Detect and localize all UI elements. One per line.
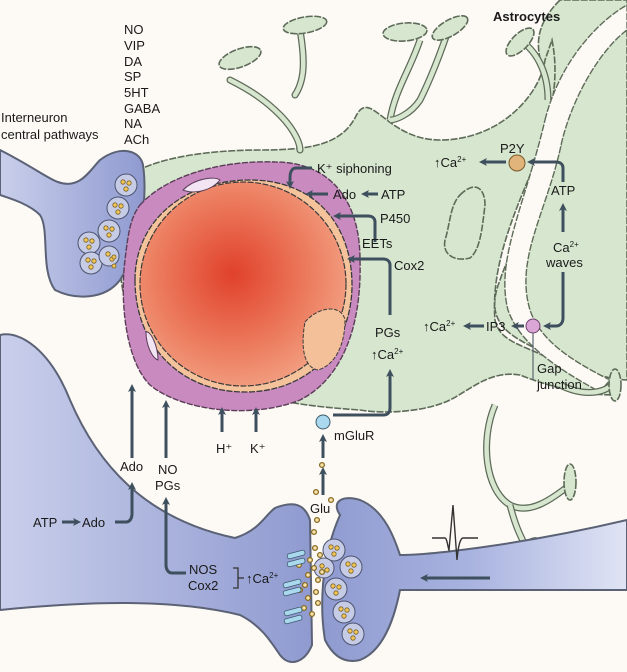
pgs-lower-label: PGs xyxy=(155,478,181,493)
atp-astro-label: ATP xyxy=(551,183,575,198)
postsynaptic-dendrite xyxy=(0,333,314,664)
glutamate-molecules xyxy=(295,461,335,618)
no-label: NO xyxy=(158,462,178,477)
ca-waves-label-line2: waves xyxy=(545,255,583,270)
ado-left-label: Ado xyxy=(82,515,105,530)
mglur-receptor xyxy=(315,414,331,430)
end-foot xyxy=(382,22,428,42)
gap-junction xyxy=(525,318,541,334)
cox2-label: Cox2 xyxy=(394,258,424,273)
k-siphoning-label: K⁺ siphoning xyxy=(317,161,392,176)
receptor-channel-icon xyxy=(282,549,306,625)
ca-waves-label-line1: Ca2+ xyxy=(553,240,579,255)
end-foot xyxy=(282,15,328,35)
end-foot xyxy=(431,15,469,41)
gap-junction-label-line2: junction xyxy=(536,377,582,392)
p2y-receptor xyxy=(508,154,526,172)
nt-label: 5HT xyxy=(124,85,149,100)
end-foot xyxy=(563,463,577,501)
ip3-label: IP3 xyxy=(486,319,506,334)
presynaptic-vesicles xyxy=(313,538,365,646)
blood-vessel xyxy=(122,161,361,412)
mglur-label: mGluR xyxy=(334,428,374,443)
k-plus-label: K⁺ xyxy=(250,441,266,456)
vessel-lumen xyxy=(139,181,347,387)
cox2-lower-label: Cox2 xyxy=(188,578,218,593)
interneuron-label-line2: central pathways xyxy=(1,127,99,142)
signaling-arrows xyxy=(62,158,567,589)
neurotransmitter-list: NO VIP DA SP 5HT GABA NA ACh xyxy=(124,22,160,147)
extracellular-gap xyxy=(504,4,627,393)
ca-rise-lower-label: ↑Ca2+ xyxy=(246,571,279,586)
ca-rise-top-label: ↑Ca2+ xyxy=(434,155,467,170)
nt-label: NO xyxy=(124,22,144,37)
nt-label: GABA xyxy=(124,101,160,116)
interneuron-label-line1: Interneuron xyxy=(1,110,68,125)
p450-label: P450 xyxy=(380,211,410,226)
nos-label: NOS xyxy=(189,562,218,577)
h-plus-label: H⁺ xyxy=(216,441,232,456)
nt-label: VIP xyxy=(124,38,145,53)
end-foot xyxy=(608,368,622,402)
nt-label: SP xyxy=(124,69,141,84)
glu-label: Glu xyxy=(310,501,330,516)
smooth-muscle-nucleus xyxy=(182,177,221,193)
ca-rise-mid-label: ↑Ca2+ xyxy=(423,319,456,334)
gap-junction-label-line1: Gap xyxy=(537,361,562,376)
nt-label: NA xyxy=(124,116,142,131)
presynaptic-terminal xyxy=(321,497,627,662)
action-potential-icon xyxy=(432,504,478,561)
astrocytes-title: Astrocytes xyxy=(493,9,560,24)
pgs-label: PGs xyxy=(375,325,401,340)
interneuron-vesicles xyxy=(77,173,138,275)
atp-label: ATP xyxy=(381,187,405,202)
atp-left-label: ATP xyxy=(33,515,57,530)
p2y-label: P2Y xyxy=(500,141,525,156)
astrocyte-processes xyxy=(218,15,622,560)
astrocyte-fragment xyxy=(443,186,486,260)
ado-label: Ado xyxy=(333,187,356,202)
smooth-muscle-nucleus xyxy=(145,331,159,361)
ado-up-label: Ado xyxy=(120,459,143,474)
end-foot xyxy=(218,45,262,71)
ca-rise-label: ↑Ca2+ xyxy=(371,347,404,362)
eets-label: EETs xyxy=(362,236,393,251)
endothelial-nucleus xyxy=(302,308,346,371)
nt-label: DA xyxy=(124,54,142,69)
nt-label: ACh xyxy=(124,132,149,147)
end-foot xyxy=(505,27,535,57)
